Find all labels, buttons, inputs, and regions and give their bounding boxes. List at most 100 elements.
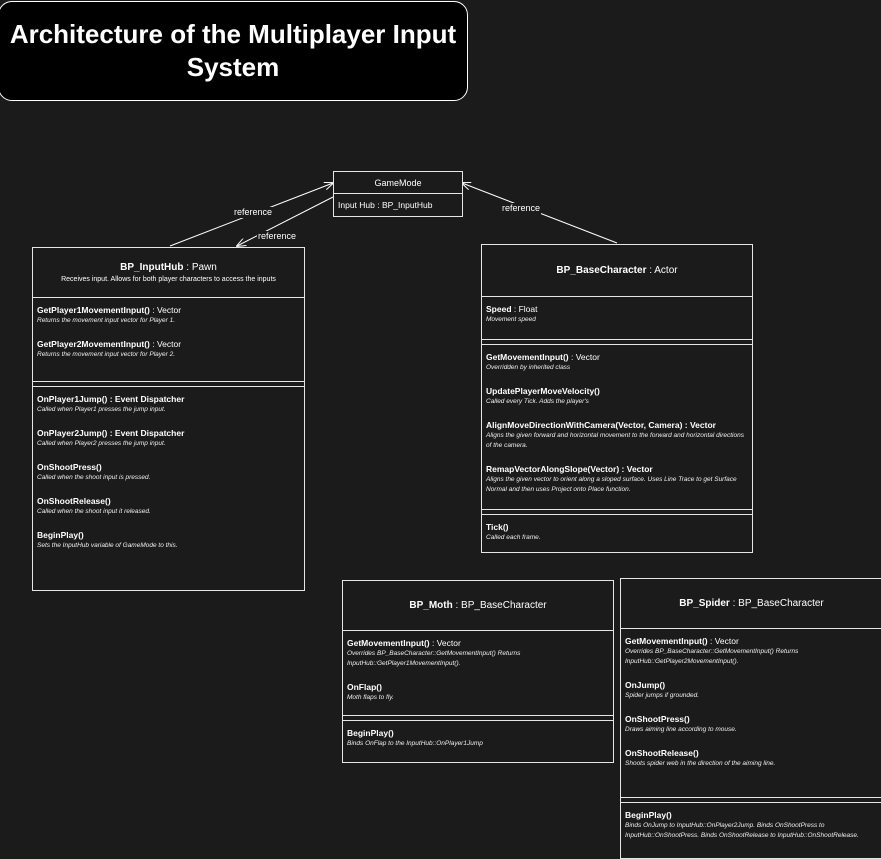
member-description: Overridden by inherited class [486, 364, 571, 371]
member-signature: GetMovementInput() : Vector [347, 638, 608, 649]
member-signature: OnShootPress() [625, 714, 877, 725]
member-description: Returns the movement input vector for Pl… [37, 317, 176, 324]
member-description: Binds OnFlap to the InputHub::OnPlayer1J… [347, 740, 483, 747]
class-name: BP_BaseCharacter [556, 265, 647, 276]
member-name: BeginPlay() [37, 530, 84, 540]
member-name: OnPlayer2Jump() : Event Dispatcher [37, 428, 185, 438]
class-title: BP_InputHub : Pawn [120, 262, 217, 273]
member-signature: OnShootRelease() [625, 748, 877, 759]
class-header: BP_BaseCharacter : Actor [482, 245, 752, 297]
class-member: OnShootPress() Called when the shoot inpu… [37, 462, 299, 483]
member-signature: GetMovementInput() : Vector [486, 352, 747, 363]
class-name: BP_InputHub [120, 262, 184, 273]
member-description: Shoots spider web in the direction of th… [625, 760, 776, 767]
member-type: : Vector [149, 305, 182, 315]
member-description: Aligns the given vector to orient along … [486, 476, 737, 493]
member-name: Tick() [486, 522, 509, 532]
edge-gamemode-to-inputhub [237, 196, 334, 246]
edge-label-basechar-gamemode: reference [501, 203, 542, 214]
class-member: OnShootRelease() Shoots spider web in the… [625, 748, 877, 769]
member-signature: GetPlayer2MovementInput() : Vector [37, 339, 299, 350]
class-base: : BP_BaseCharacter [452, 600, 547, 611]
member-name: GetPlayer2MovementInput() [37, 339, 150, 349]
class-header: BP_InputHub : Pawn Receives input. Allow… [33, 248, 304, 298]
member-name: BeginPlay() [625, 810, 672, 820]
member-name: OnShootRelease() [37, 496, 111, 506]
class-header: BP_Spider : BP_BaseCharacter [621, 579, 881, 629]
edge-label-inputhub-gamemode: reference [233, 207, 274, 218]
member-signature: BeginPlay() [625, 810, 877, 821]
member-description: Overrides BP_BaseCharacter::GetMovementI… [625, 648, 799, 665]
edge-label-gamemode-inputhub: reference [257, 231, 298, 242]
class-base: : Pawn [183, 262, 217, 273]
member-description: Sets the InputHub variable of GameMode t… [37, 542, 178, 549]
class-title: BP_BaseCharacter : Actor [556, 265, 677, 276]
class-member: OnJump()Spider jumps if grounded. [625, 680, 877, 701]
member-description: Called every Tick. Adds the player's [486, 398, 589, 405]
class-base: : BP_BaseCharacter [729, 598, 824, 609]
member-type: : Vector [429, 638, 461, 648]
member-signature: OnShootPress() [37, 462, 299, 473]
class-name: GameMode [334, 172, 462, 194]
member-signature: Tick() [486, 522, 747, 533]
class-member: BeginPlay()Binds OnJump to InputHub::OnP… [625, 810, 877, 841]
member-name: GetMovementInput() [347, 638, 430, 648]
section-separator [482, 509, 752, 515]
member-name: OnPlayer1Jump() : Event Dispatcher [37, 394, 185, 404]
class-member: BeginPlay() Binds OnFlap to the InputHub:… [347, 728, 608, 749]
member-signature: GetMovementInput() : Vector [625, 636, 877, 647]
section-separator [482, 339, 752, 345]
member-signature: AlignMoveDirectionWithCamera(Vector, Cam… [486, 420, 747, 431]
member-description: Draws aiming line according to mouse. [625, 726, 737, 733]
member-signature: OnPlayer1Jump() : Event Dispatcher [37, 394, 299, 405]
member-signature: OnPlayer2Jump() : Event Dispatcher [37, 428, 299, 439]
section-separator [621, 797, 881, 803]
member-signature: RemapVectorAlongSlope(Vector) : Vector [486, 464, 747, 475]
member-description: Aligns the given forward and horizontal … [486, 432, 744, 449]
class-member: AlignMoveDirectionWithCamera(Vector, Cam… [486, 420, 747, 451]
class-member: UpdatePlayerMoveVelocity() Called every T… [486, 386, 747, 407]
member-name: OnShootRelease() [625, 748, 699, 758]
member-name: UpdatePlayerMoveVelocity() [486, 386, 600, 396]
methods-section-2: BeginPlay()Binds OnJump to InputHub::OnP… [621, 803, 881, 841]
class-gamemode: GameMode Input Hub : BP_InputHub [333, 171, 463, 217]
class-title: BP_Moth : BP_BaseCharacter [409, 600, 546, 611]
section-separator [33, 381, 304, 387]
member-description: Called when Player2 presses the jump inp… [37, 440, 166, 447]
member-signature: UpdatePlayerMoveVelocity() [486, 386, 747, 397]
member-name: GetMovementInput() [486, 352, 569, 362]
class-member: OnShootRelease()Called when the shoot in… [37, 496, 299, 517]
member-name: BeginPlay() [347, 728, 394, 738]
class-name: BP_Spider [679, 598, 730, 609]
diagram-title: Architecture of the Multiplayer Input Sy… [0, 1, 468, 101]
member-type: : Vector [707, 636, 739, 646]
member-type: : Float [511, 304, 538, 314]
member-signature: BeginPlay() [347, 728, 608, 739]
class-attribute: Input Hub : BP_InputHub [338, 200, 433, 210]
member-signature: Speed : Float [486, 304, 747, 315]
member-name: AlignMoveDirectionWithCamera(Vector, Cam… [486, 420, 716, 430]
member-type: : Vector [149, 339, 182, 349]
member-name: RemapVectorAlongSlope(Vector) : Vector [486, 464, 653, 474]
member-description: Called when Player1 presses the jump inp… [37, 406, 166, 413]
member-name: OnShootPress() [37, 462, 102, 472]
class-moth: BP_Moth : BP_BaseCharacter GetMovementIn… [342, 580, 614, 763]
class-description: Receives input. Allows for both player c… [61, 276, 276, 283]
member-signature: OnShootRelease() [37, 496, 299, 507]
methods-section-2: Tick()Called each frame. [482, 515, 752, 543]
member-description: Called when the shoot input is pressed. [37, 474, 151, 481]
member-name: OnShootPress() [625, 714, 690, 724]
class-base: : Actor [646, 265, 678, 276]
class-member: BeginPlay() Sets the InputHub variable of… [37, 530, 299, 551]
member-name: Speed [486, 304, 512, 314]
section-separator [343, 715, 613, 721]
